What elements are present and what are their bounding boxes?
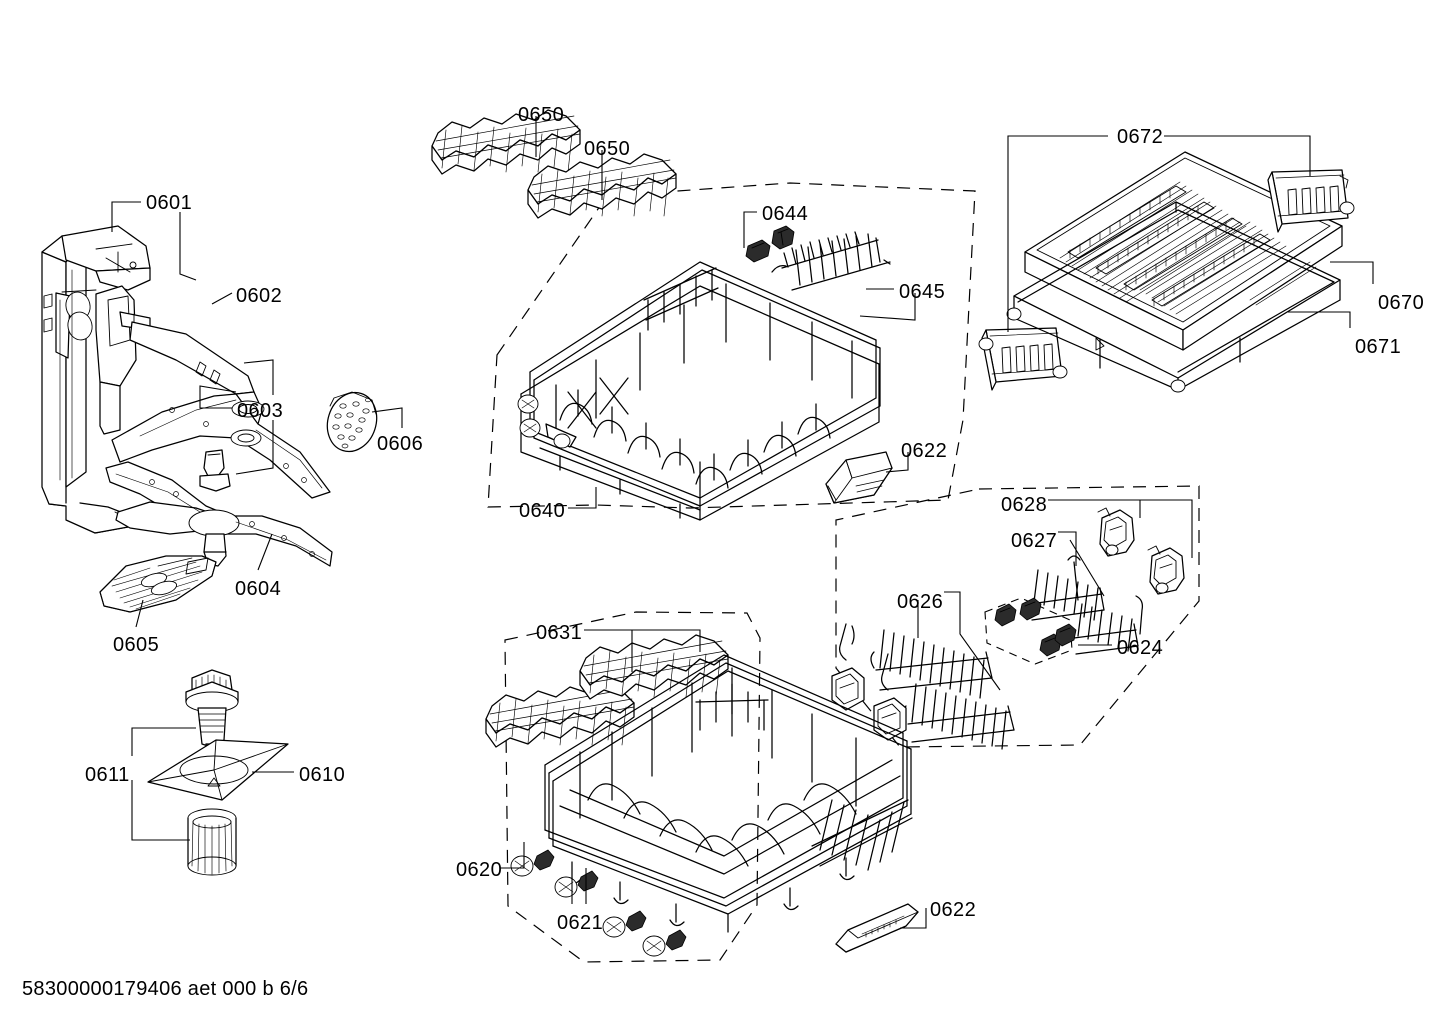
callout-0605: 0605 <box>113 634 160 656</box>
part-0611-0610-filter-assembly <box>147 669 289 876</box>
part-0621-rollers-and-clips <box>510 849 687 957</box>
part-0640-upper-basket <box>517 261 881 521</box>
callout-0620: 0620 <box>456 859 503 881</box>
part-0603-upper-spray-arm <box>111 321 331 499</box>
part-0626-folding-spike-row-large <box>870 629 1015 750</box>
part-0601-water-supply-duct <box>41 225 151 534</box>
callout-0627: 0627 <box>1011 530 1058 552</box>
part-0627-folding-spike-row-small <box>1029 555 1143 655</box>
callout-0602: 0602 <box>236 285 283 307</box>
part-0628-rack-holder-clips <box>1097 507 1185 595</box>
callout-0672: 0672 <box>1117 126 1164 148</box>
part-0631-lower-cup-rack-insert-a <box>485 682 635 748</box>
part-0672-drawer-side-rail-left <box>978 327 1068 391</box>
callout-0601: 0601 <box>146 192 193 214</box>
callout-0606: 0606 <box>377 433 424 455</box>
callout-0650-a: 0650 <box>518 104 565 126</box>
part-0622-small-parts-tray <box>825 451 893 504</box>
part-0624-spike-row-clip-set <box>994 597 1077 657</box>
lower-basket-rail-clips <box>831 623 907 741</box>
callout-0622-upper: 0622 <box>901 440 948 462</box>
callout-0650-b: 0650 <box>584 138 631 160</box>
callout-0624: 0624 <box>1117 637 1164 659</box>
part-0645-folding-plate-rack <box>771 231 891 291</box>
callout-0644: 0644 <box>762 203 809 225</box>
callout-0611: 0611 <box>85 764 130 786</box>
upper-basket-rollers <box>517 394 577 449</box>
part-0605-fine-filter-screen <box>99 555 217 613</box>
callout-0603: 0603 <box>237 400 284 422</box>
part-0644-retaining-clips <box>745 225 795 263</box>
callout-0631: 0631 <box>536 622 583 644</box>
callout-0626: 0626 <box>897 591 944 613</box>
part-0672-drawer-side-rail-right <box>1267 169 1355 233</box>
part-0620-lower-basket <box>544 654 913 933</box>
callout-0628: 0628 <box>1001 494 1048 516</box>
callout-0621: 0621 <box>557 912 604 934</box>
part-0604-lower-spray-arm <box>105 461 333 567</box>
callout-0640: 0640 <box>519 500 566 522</box>
callout-0622-lower: 0622 <box>930 899 977 921</box>
callout-0610: 0610 <box>299 764 346 786</box>
leader-lines <box>111 116 1374 929</box>
callout-0604: 0604 <box>235 578 282 600</box>
part-0631-lower-cup-rack-insert-b <box>579 634 729 700</box>
part-0622-handle-strip <box>835 903 919 953</box>
callout-0671: 0671 <box>1355 336 1402 358</box>
part-0671-drawer-support-frame <box>1006 201 1341 393</box>
drawing-footer-text: 58300000179406 aet 000 b 6/6 <box>22 978 309 1000</box>
callout-0670: 0670 <box>1378 292 1425 314</box>
group-boundaries <box>487 182 1200 963</box>
part-spray-arm-mount <box>95 285 151 435</box>
part-0606-perforated-disc <box>326 391 378 453</box>
part-0650-cup-rack-insert-a <box>431 109 581 175</box>
callout-0645: 0645 <box>899 281 946 303</box>
part-0670-cutlery-drawer <box>1024 151 1343 351</box>
